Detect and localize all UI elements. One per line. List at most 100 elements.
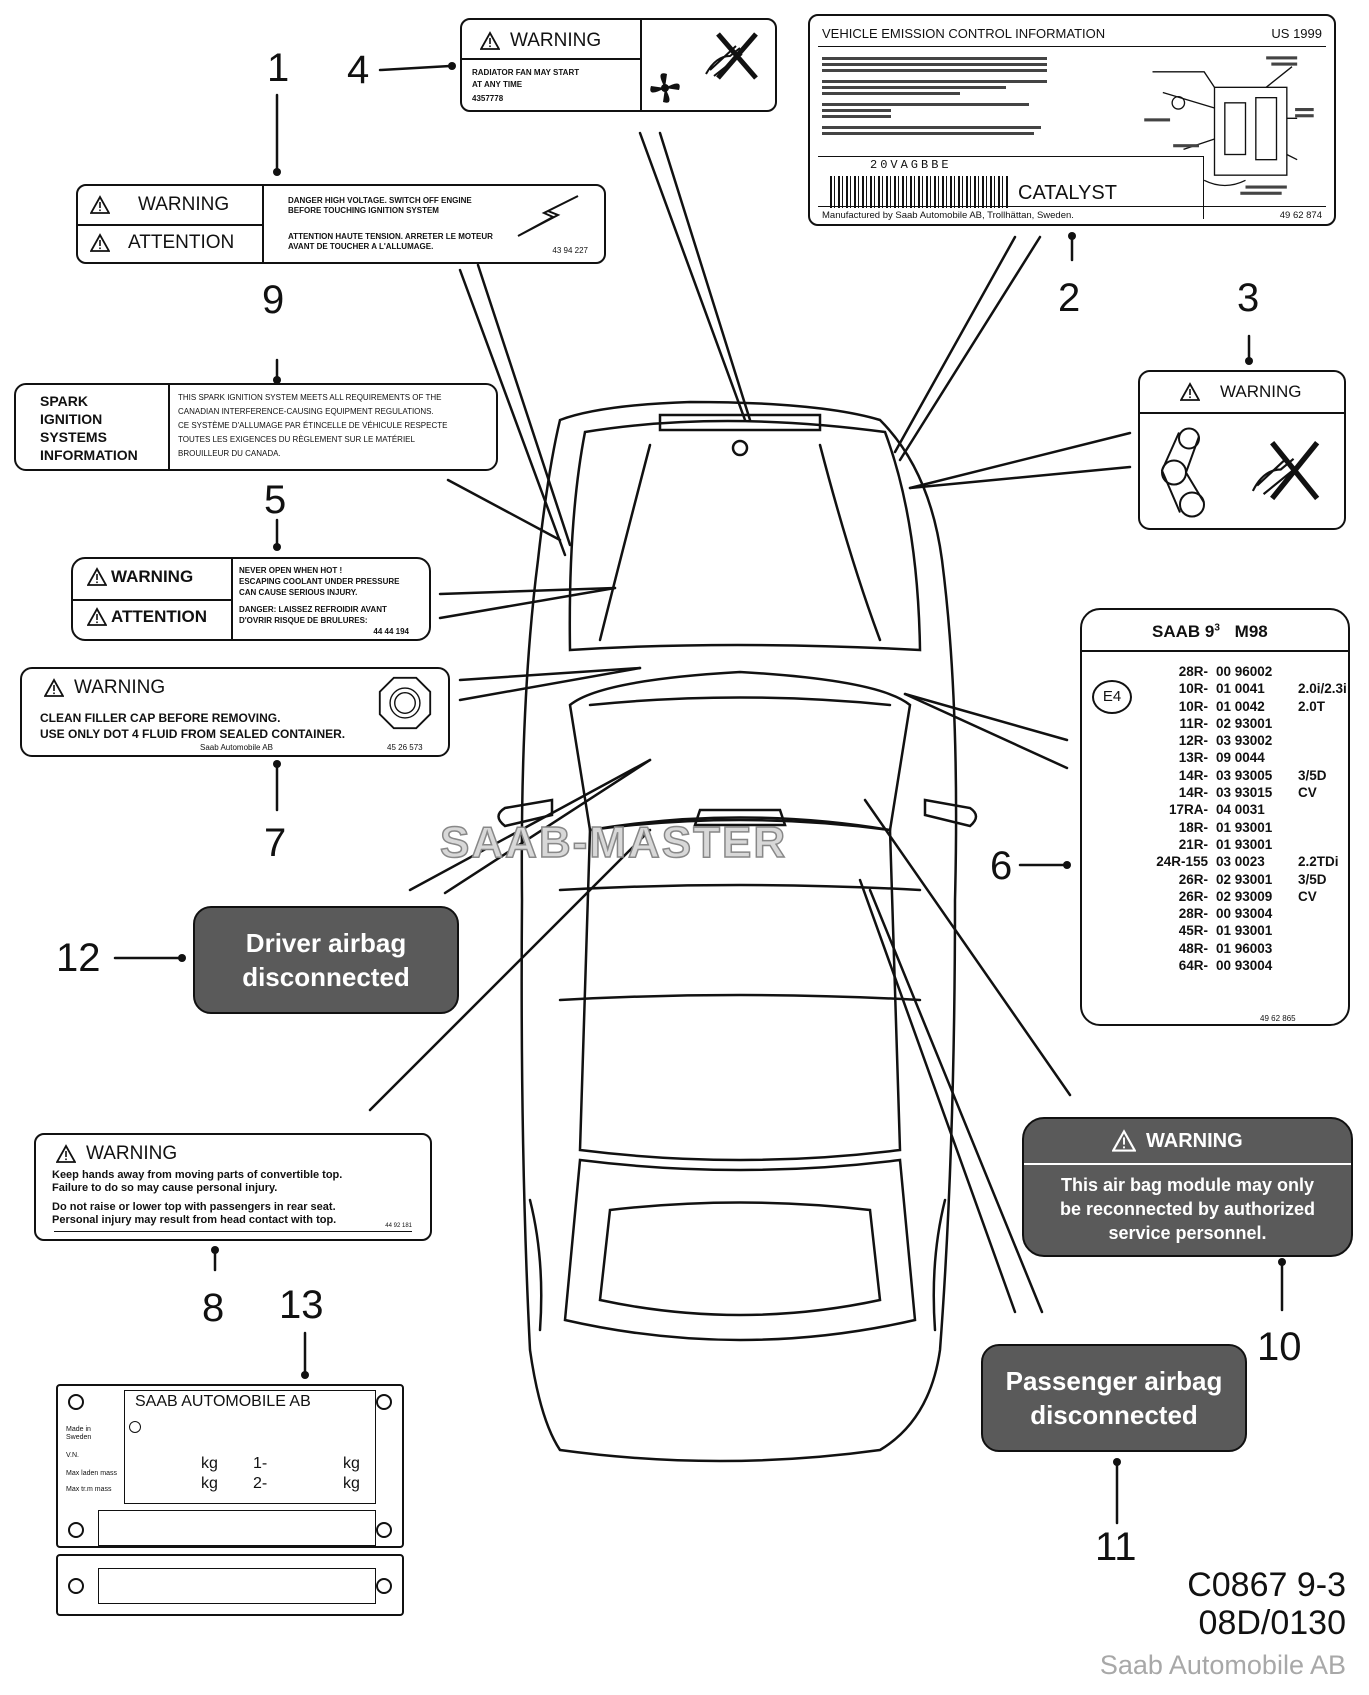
driver-airbag-line-2: disconnected (242, 962, 410, 992)
car-hood (568, 419, 922, 652)
approval-number: 00 96002 (1216, 664, 1273, 679)
approval-regulation: 13R- (1178, 750, 1208, 766)
approval-note: 2.2TDi (1298, 854, 1339, 870)
label-plate-strip (56, 1554, 404, 1616)
coolant-fr-1: DANGER: LAISSEZ REFROIDIR AVANT (239, 605, 387, 614)
approval-number: 02 93009 (1216, 888, 1273, 904)
approval-note: CV (1298, 785, 1317, 801)
approval-note: 2.0T (1298, 698, 1326, 714)
attention-title: ATTENTION (128, 232, 235, 253)
label-convertible-top-warning: WARNING Keep hands away from moving part… (34, 1133, 432, 1241)
callout-6: 6 (990, 844, 1013, 888)
passenger-airbag-line-1: Passenger airbag (1005, 1366, 1223, 1396)
approval-regulation: 48R- (1178, 940, 1208, 956)
warning-triangle-icon (87, 607, 107, 626)
rivet-hole (68, 1394, 84, 1410)
label-airbag-module-warning: WARNING This air bag module may only be … (1022, 1117, 1353, 1257)
warning-triangle-icon (90, 233, 110, 252)
callout-2: 2 (1058, 276, 1081, 320)
voltage-text-fr-1: ATTENTION HAUTE TENSION. ARRETER LE MOTE… (288, 232, 493, 241)
approval-title: SAAB 93 M98 (1152, 622, 1268, 641)
e-mark-badge: E4 (1092, 680, 1132, 714)
approval-row: 26R- 02 93009 CV (1130, 889, 1347, 906)
label-identification-plate: SAAB AUTOMOBILE AB kg 1- kg kg 2- kg Mad… (56, 1384, 404, 1548)
approval-row: 28R-00 96002 (1130, 664, 1347, 681)
approval-regulation: 14R- (1178, 785, 1208, 801)
approval-number: 01 93001 (1216, 819, 1273, 835)
warning-triangle-icon (90, 195, 110, 214)
revision-code: 08D/0130 (1198, 1604, 1346, 1642)
label-passenger-airbag-disconnected: Passenger airbag disconnected (981, 1344, 1247, 1452)
callout-8: 8 (202, 1286, 225, 1330)
approval-note: 3/5D (1298, 767, 1327, 783)
approval-regulation: 18R- (1178, 819, 1208, 835)
approval-number: 01 93001 (1216, 836, 1273, 852)
watermark: SAAB-MASTER (439, 817, 788, 868)
approval-row: 17RA- 04 0031 (1130, 802, 1347, 819)
approval-number: 01 96003 (1216, 940, 1273, 956)
warning-title: WARNING (1220, 382, 1302, 401)
approval-number: 00 93004 (1216, 958, 1273, 974)
belt-pulley-icon (1160, 427, 1205, 518)
label-spark-ignition-info: SPARK IGNITION SYSTEMS INFORMATION THIS … (14, 383, 498, 471)
brake-fluid-line-1: CLEAN FILLER CAP BEFORE REMOVING. (40, 711, 281, 725)
convertible-line-2: Failure to do so may cause personal inju… (52, 1182, 278, 1194)
approval-regulation: 14R- (1178, 767, 1208, 783)
voltage-text-en-2: BEFORE TOUCHING IGNITION SYSTEM (288, 206, 439, 215)
barcode (830, 176, 1010, 208)
warning-title: WARNING (74, 677, 166, 698)
label-driver-airbag-disconnected: Driver airbag disconnected (193, 906, 459, 1014)
approval-number: 03 93015 (1216, 785, 1273, 801)
car-windshield (568, 670, 912, 832)
plate-blank-field (98, 1510, 376, 1546)
approval-row: 12R-03 93002 (1130, 733, 1347, 750)
plate-kg-2: kg (343, 1455, 360, 1472)
approval-number: 09 0044 (1216, 750, 1265, 766)
plate-kg-1: kg (201, 1455, 218, 1472)
plate-max-laden: Max laden mass (66, 1470, 117, 1477)
callout-3: 3 (1237, 276, 1260, 320)
convertible-line-3: Do not raise or lower top with passenger… (52, 1201, 336, 1213)
warning-triangle-icon (1180, 382, 1200, 401)
plate-axle-2: 2- (253, 1475, 268, 1492)
approval-regulation: 26R- (1178, 888, 1208, 904)
part-number: 44 44 194 (373, 627, 409, 636)
left-mirror (497, 798, 554, 828)
spark-line-2: IGNITION (40, 411, 103, 427)
label-radiator-fan-warning: WARNING RADIATOR FAN MAY START AT ANY TI… (460, 18, 777, 112)
driver-airbag-line-1: Driver airbag (245, 928, 407, 958)
approval-row: 28R- 00 93004 (1130, 906, 1347, 923)
callout-4: 4 (347, 48, 370, 92)
label-high-voltage-warning: WARNING ATTENTION DANGER HIGH VOLTAGE. S… (76, 184, 606, 264)
lightning-bolt-icon (517, 195, 579, 237)
label-belt-drive-warning: WARNING (1138, 370, 1346, 530)
approval-row: 64R-00 93004 (1130, 958, 1347, 975)
no-hands-icon (1251, 441, 1320, 501)
plate-kg-3: kg (201, 1475, 218, 1492)
fan-icon (650, 73, 680, 103)
approval-row: 14R- 03 93015 CV (1130, 785, 1347, 802)
warning-title: WARNING (138, 194, 230, 215)
approval-number: 04 0031 (1216, 802, 1265, 818)
warning-triangle-icon (480, 31, 500, 50)
approval-note: CV (1298, 888, 1317, 904)
approval-regulation: 28R- (1178, 906, 1208, 922)
approval-number: 00 93004 (1216, 906, 1273, 922)
convertible-line-4: Personal injury may result from head con… (52, 1214, 337, 1226)
approval-row: 48R- 01 96003 (1130, 941, 1347, 958)
passenger-airbag-line-2: disconnected (1030, 1400, 1198, 1430)
car-rear-window (598, 1201, 882, 1317)
maker-name: Saab Automobile AB (200, 743, 273, 752)
approval-regulation: 17RA- (1168, 802, 1208, 818)
part-number: 49 62 874 (1279, 210, 1322, 221)
engine-schematic-icon (1144, 56, 1314, 195)
approval-regulation: 21R- (1178, 836, 1208, 852)
brake-fluid-line-2: USE ONLY DOT 4 FLUID FROM SEALED CONTAIN… (40, 727, 346, 741)
approval-row: 21R- 01 93001 (1130, 837, 1347, 854)
approval-row: 13R- 09 0044 (1130, 750, 1347, 767)
callout-12: 12 (56, 936, 101, 980)
warning-title: WARNING (510, 30, 602, 51)
approval-number: 02 93001 (1216, 715, 1273, 731)
spark-text-5: BROUILLEUR DU CANADA. (178, 449, 281, 458)
